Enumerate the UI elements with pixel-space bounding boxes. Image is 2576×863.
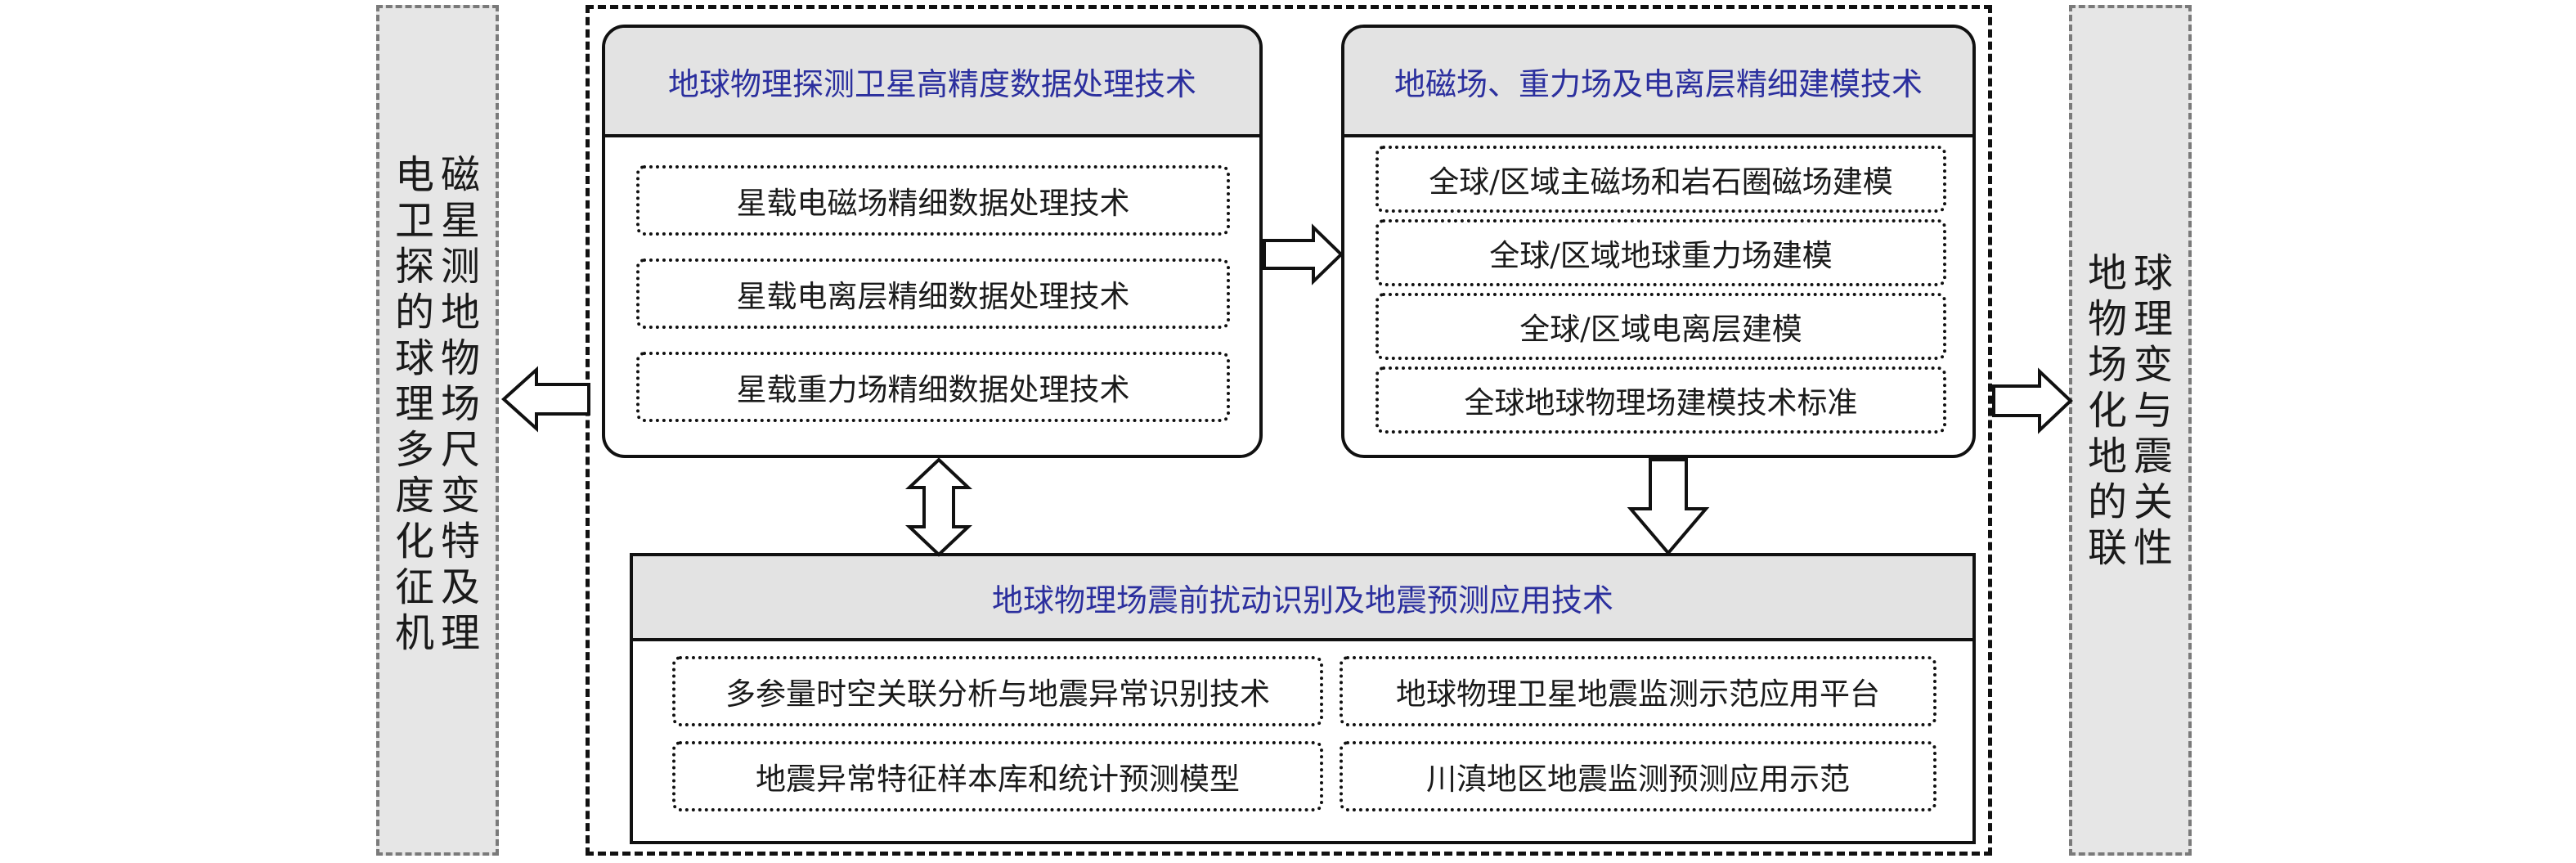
left-char: 球 xyxy=(394,335,434,381)
panel-modeling: 地磁场、重力场及电离层精细建模技术 全球/区域主磁场和岩石圈磁场建模 全球/区域… xyxy=(1341,25,1976,458)
right-char: 关 xyxy=(2133,479,2173,525)
left-char: 的 xyxy=(394,290,434,335)
right-char: 球 xyxy=(2133,250,2173,296)
arrow-to-left-column xyxy=(501,366,590,433)
left-char: 场 xyxy=(440,381,480,427)
panel-data-processing: 地球物理探测卫星高精度数据处理技术 星载电磁场精细数据处理技术 星载电离层精细数… xyxy=(602,25,1263,458)
arrow-modeling-to-application xyxy=(1627,458,1710,556)
processing-item-ionosphere: 星载电离层精细数据处理技术 xyxy=(636,258,1230,329)
modeling-item-ionosphere: 全球/区域电离层建模 xyxy=(1376,293,1946,360)
arrow-processing-to-modeling xyxy=(1263,223,1344,285)
arrow-bidirectional-vertical xyxy=(904,457,973,557)
right-char: 化 xyxy=(2087,388,2127,434)
left-char: 征 xyxy=(394,564,434,610)
processing-item-gravity: 星载重力场精细数据处理技术 xyxy=(636,352,1230,422)
left-char: 度 xyxy=(394,473,434,519)
left-char: 电 xyxy=(394,152,434,198)
right-char: 地 xyxy=(2087,434,2127,479)
processing-item-em: 星载电磁场精细数据处理技术 xyxy=(636,165,1230,236)
left-char: 理 xyxy=(440,610,480,656)
panel-modeling-title: 地磁场、重力场及电离层精细建模技术 xyxy=(1344,28,1972,137)
right-column-text: 地球 物理 场变 化与 地震 的关 联性 xyxy=(2072,250,2188,571)
left-char: 地 xyxy=(440,290,480,335)
right-char: 联 xyxy=(2087,525,2127,571)
left-char: 理 xyxy=(394,381,434,427)
application-item-sichuan-yunnan: 川滇地区地震监测预测应用示范 xyxy=(1340,741,1936,811)
left-char: 化 xyxy=(394,519,434,564)
left-char: 特 xyxy=(440,519,480,564)
left-char: 多 xyxy=(394,427,434,473)
left-char: 星 xyxy=(440,198,480,244)
left-char: 测 xyxy=(440,244,480,290)
right-char: 场 xyxy=(2087,342,2127,388)
central-dashed-frame xyxy=(586,5,1992,856)
modeling-item-standard: 全球地球物理场建模技术标准 xyxy=(1376,366,1946,434)
left-char: 磁 xyxy=(440,152,480,198)
panel-data-processing-title: 地球物理探测卫星高精度数据处理技术 xyxy=(605,28,1259,137)
left-char: 卫 xyxy=(394,198,434,244)
left-char: 探 xyxy=(394,244,434,290)
left-side-column: 电磁 卫星 探测 的地 球物 理场 多尺 度变 化特 征及 机理 xyxy=(376,5,499,856)
right-char: 变 xyxy=(2133,342,2173,388)
right-char: 与 xyxy=(2133,388,2173,434)
left-char: 及 xyxy=(440,564,480,610)
right-char: 的 xyxy=(2087,479,2127,525)
left-char: 尺 xyxy=(440,427,480,473)
arrow-to-right-column xyxy=(1992,367,2073,434)
left-char: 变 xyxy=(440,473,480,519)
left-char: 物 xyxy=(440,335,480,381)
right-side-column: 地球 物理 场变 化与 地震 的关 联性 xyxy=(2069,5,2192,856)
application-item-correlation: 多参量时空关联分析与地震异常识别技术 xyxy=(672,656,1323,726)
right-char: 震 xyxy=(2133,434,2173,479)
left-column-text: 电磁 卫星 探测 的地 球物 理场 多尺 度变 化特 征及 机理 xyxy=(379,152,496,656)
application-item-sample-library: 地震异常特征样本库和统计预测模型 xyxy=(672,741,1323,811)
right-char: 理 xyxy=(2133,296,2173,342)
panel-application-title: 地球物理场震前扰动识别及地震预测应用技术 xyxy=(633,556,1972,641)
right-char: 物 xyxy=(2087,296,2127,342)
modeling-item-gravity: 全球/区域地球重力场建模 xyxy=(1376,219,1946,286)
modeling-item-main-field: 全球/区域主磁场和岩石圈磁场建模 xyxy=(1376,146,1946,213)
application-item-platform: 地球物理卫星地震监测示范应用平台 xyxy=(1340,656,1936,726)
panel-application: 地球物理场震前扰动识别及地震预测应用技术 多参量时空关联分析与地震异常识别技术 … xyxy=(630,553,1976,844)
left-char: 机 xyxy=(394,610,434,656)
right-char: 地 xyxy=(2087,250,2127,296)
right-char: 性 xyxy=(2133,525,2173,571)
